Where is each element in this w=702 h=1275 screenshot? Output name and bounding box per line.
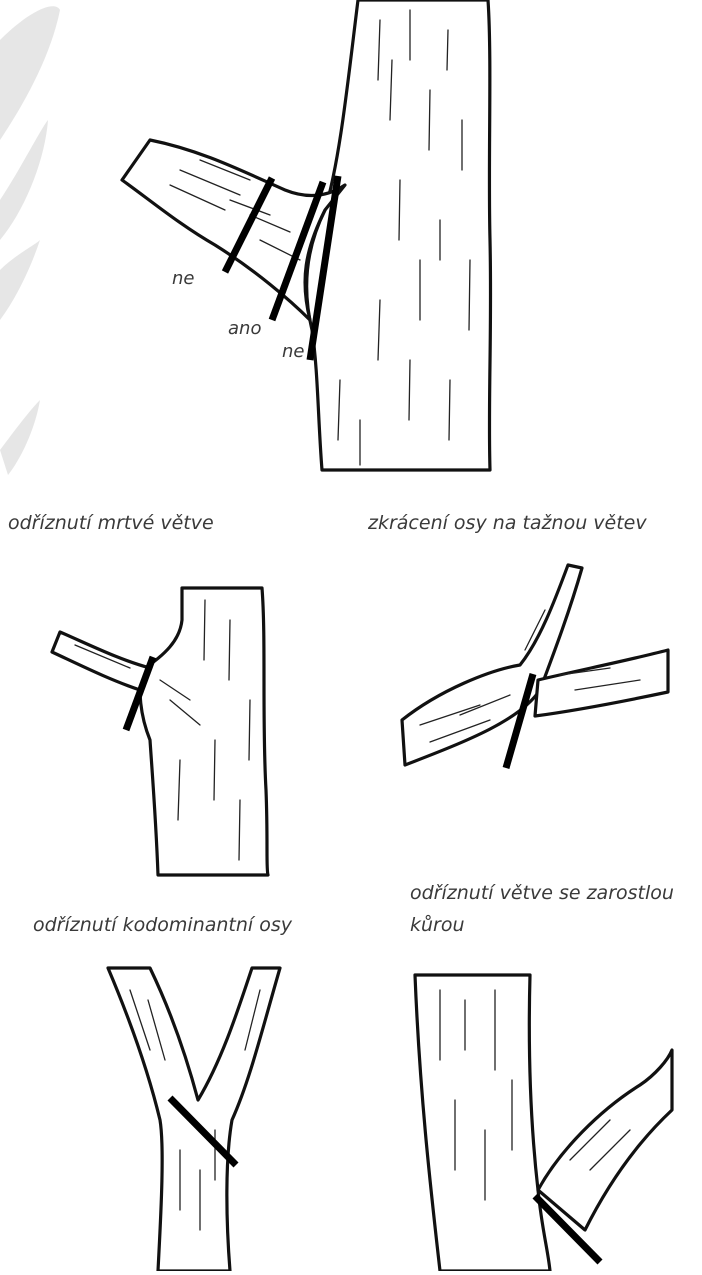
label-right-no: ne: [282, 341, 304, 362]
label-yes: ano: [228, 318, 261, 339]
main-stem-leader: [402, 565, 582, 765]
codominant-drawing: [108, 968, 280, 1271]
caption-included-bark-line2: kůrou: [410, 914, 465, 936]
leader-shortening-drawing: [402, 565, 668, 768]
caption-codominant: odříznutí kodominantní osy: [33, 914, 292, 936]
included-branch: [538, 1050, 672, 1230]
label-left-no: ne: [172, 268, 194, 289]
included-bark-drawing: [415, 975, 672, 1271]
removed-leader-part: [535, 650, 668, 716]
decorative-leaf-shapes: [0, 6, 60, 475]
caption-included-bark-line1: odříznutí větve se zarostlou: [410, 882, 674, 904]
trunk-included-bark: [415, 975, 550, 1271]
dead-branch: [52, 632, 150, 690]
main-figure-drawing: [122, 0, 491, 470]
dead-branch-drawing: [52, 588, 268, 875]
caption-dead-branch: odříznutí mrtvé větve: [8, 512, 214, 534]
caption-leader-shorten: zkrácení osy na tažnou větev: [368, 512, 647, 534]
